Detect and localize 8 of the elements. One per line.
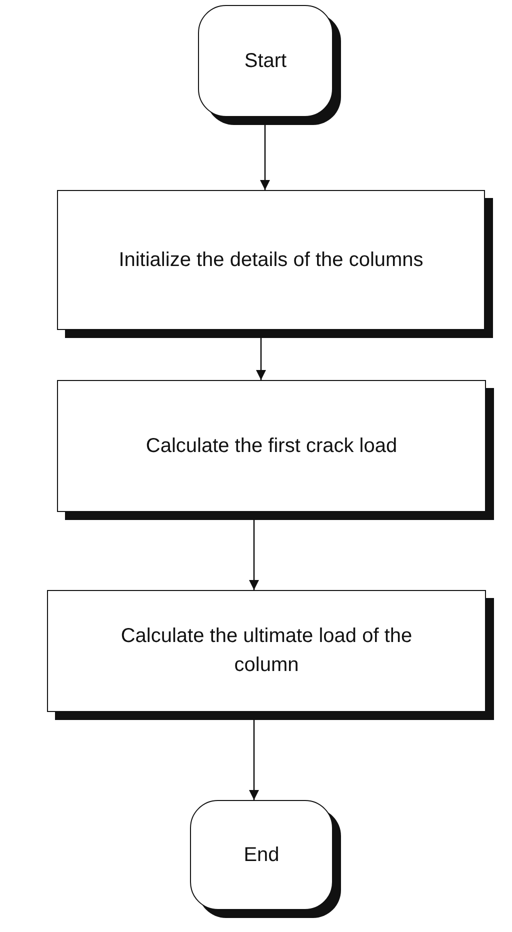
node-text: End: [244, 842, 280, 868]
arrow: [249, 520, 259, 590]
arrow: [256, 338, 266, 380]
node-text: Calculate the first crack load: [146, 434, 398, 458]
arrow: [249, 720, 259, 800]
node-text: Calculate the ultimate load of the column: [120, 624, 414, 678]
node-text: Initialize the details of the columns: [118, 248, 424, 272]
node-text: Start: [244, 48, 287, 74]
